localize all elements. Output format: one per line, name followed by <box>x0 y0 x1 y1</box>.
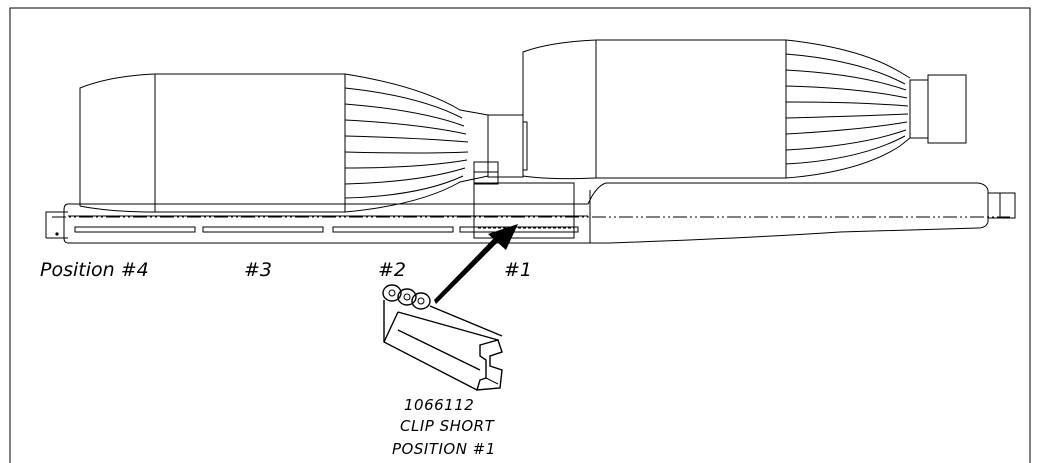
connector-left <box>79 73 528 213</box>
connector-right <box>522 39 967 180</box>
label-position-4: Position #4 <box>40 259 149 281</box>
harness-rail <box>45 182 1016 244</box>
part-position: POSITION #1 <box>392 440 496 458</box>
part-name: CLIP SHORT <box>400 417 496 435</box>
label-position-1: #1 <box>504 259 532 281</box>
drawing-border <box>9 7 1031 463</box>
leader-arrow <box>434 224 518 304</box>
part-number: 1066112 <box>404 396 474 414</box>
label-position-3: #3 <box>244 259 272 281</box>
clip-part-detail <box>382 284 503 391</box>
label-position-2: #2 <box>378 259 406 281</box>
clip-installed-position-1 <box>473 182 575 239</box>
